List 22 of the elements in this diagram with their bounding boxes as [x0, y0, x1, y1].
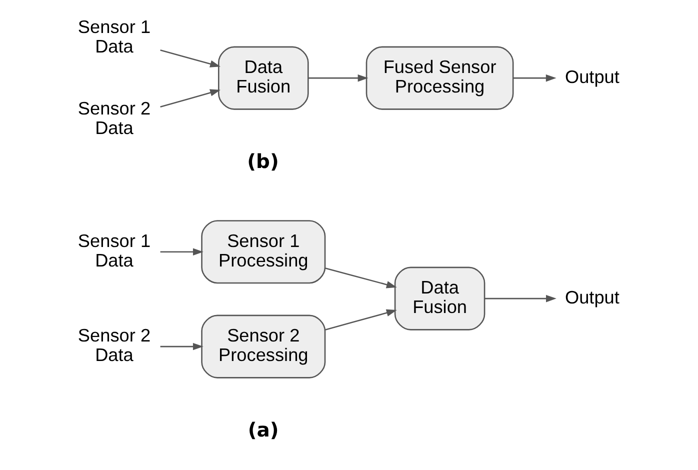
arrow: [513, 74, 556, 82]
node-box: Sensor 1 Processing: [201, 220, 326, 284]
node-text: Sensor 2 Data: [78, 98, 151, 138]
node-text: Sensor 2 Data: [78, 326, 151, 366]
node-box: Data Fusion: [394, 266, 486, 330]
label: (a): [248, 418, 279, 442]
arrow: [484, 294, 556, 302]
node-box: Fused Sensor Processing: [366, 46, 514, 110]
arrow: [160, 50, 220, 68]
arrow: [325, 268, 397, 288]
node-text: Output: [564, 66, 620, 87]
node-text: Sensor 1 Data: [78, 230, 151, 270]
node-box: Data Fusion: [218, 46, 309, 110]
node-text: Output: [564, 287, 620, 308]
arrow: [160, 89, 220, 108]
arrow: [160, 342, 204, 350]
node-text: Sensor 1 Data: [78, 16, 151, 56]
arrow: [160, 248, 204, 256]
arrow: [308, 74, 368, 82]
label: (b): [247, 150, 279, 174]
node-box: Sensor 2 Processing: [201, 314, 326, 378]
arrow: [325, 309, 397, 330]
